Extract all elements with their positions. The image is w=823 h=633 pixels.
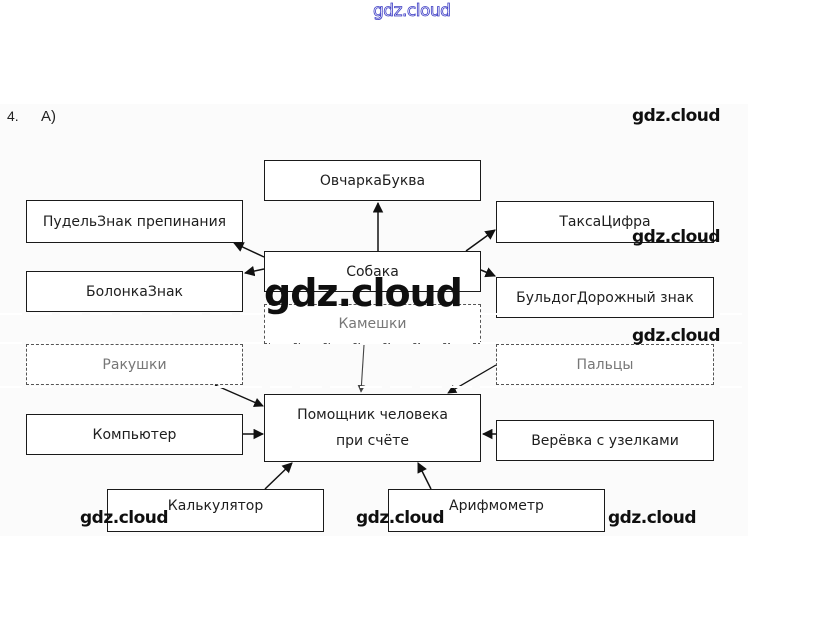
box-label: Пальцы	[576, 356, 634, 373]
scan-artifact	[0, 342, 748, 344]
box-ovcharka-bukva: ОвчаркаБуква	[264, 160, 481, 201]
box-rakushki: Ракушки	[26, 344, 243, 385]
watermark: gdz.cloud	[632, 106, 721, 126]
watermark: gdz.cloud	[632, 326, 721, 346]
box-label: Арифмометр	[449, 498, 544, 514]
box-label: Ракушки	[102, 356, 167, 373]
box-kompyuter: Компьютер	[26, 414, 243, 455]
box-taksa-cifra: ТаксаЦифра	[496, 201, 714, 243]
box-sobaka: Собака	[264, 251, 481, 292]
task-number: 4.	[7, 108, 19, 124]
box-label: ОвчаркаБуква	[319, 172, 426, 189]
watermark-top: gdz.cloud	[373, 1, 452, 22]
box-pomoshnik: Помощник человека при счёте	[264, 394, 481, 462]
box-label: БульдогДорожный знак	[516, 289, 694, 306]
box-kalkulyator: Калькулятор	[107, 489, 324, 532]
scan-artifact	[0, 313, 748, 315]
scan-artifact	[0, 386, 748, 388]
box-label: Калькулятор	[167, 498, 264, 514]
box-buldog-znak: БульдогДорожный знак	[496, 277, 714, 318]
box-kameshki: Камешки	[264, 304, 481, 344]
box-label: Собака	[346, 263, 399, 280]
task-part: А)	[41, 108, 56, 125]
box-bolonka-znak: БолонкаЗнак	[26, 271, 243, 312]
box-arifmometr: Арифмометр	[388, 489, 605, 532]
box-label-line2: при счёте	[336, 433, 409, 449]
watermark: gdz.cloud	[608, 508, 697, 528]
watermark: gdz.cloud	[632, 227, 721, 247]
box-label: ПудельЗнак препинания	[42, 213, 227, 230]
box-pudel-znak: ПудельЗнак препинания	[26, 200, 243, 243]
watermark: gdz.cloud	[356, 508, 445, 528]
watermark-large: gdz.cloud	[264, 271, 463, 315]
box-label: Компьютер	[92, 426, 177, 443]
box-label: Верёвка с узелками	[531, 432, 679, 449]
box-label: ТаксаЦифра	[559, 214, 651, 230]
box-label: Камешки	[338, 316, 407, 332]
box-label: БолонкаЗнак	[85, 283, 184, 300]
box-label-line1: Помощник человека	[297, 407, 448, 423]
box-verevka: Верёвка с узелками	[496, 420, 714, 461]
box-paltsy: Пальцы	[496, 344, 714, 385]
watermark: gdz.cloud	[80, 508, 169, 528]
